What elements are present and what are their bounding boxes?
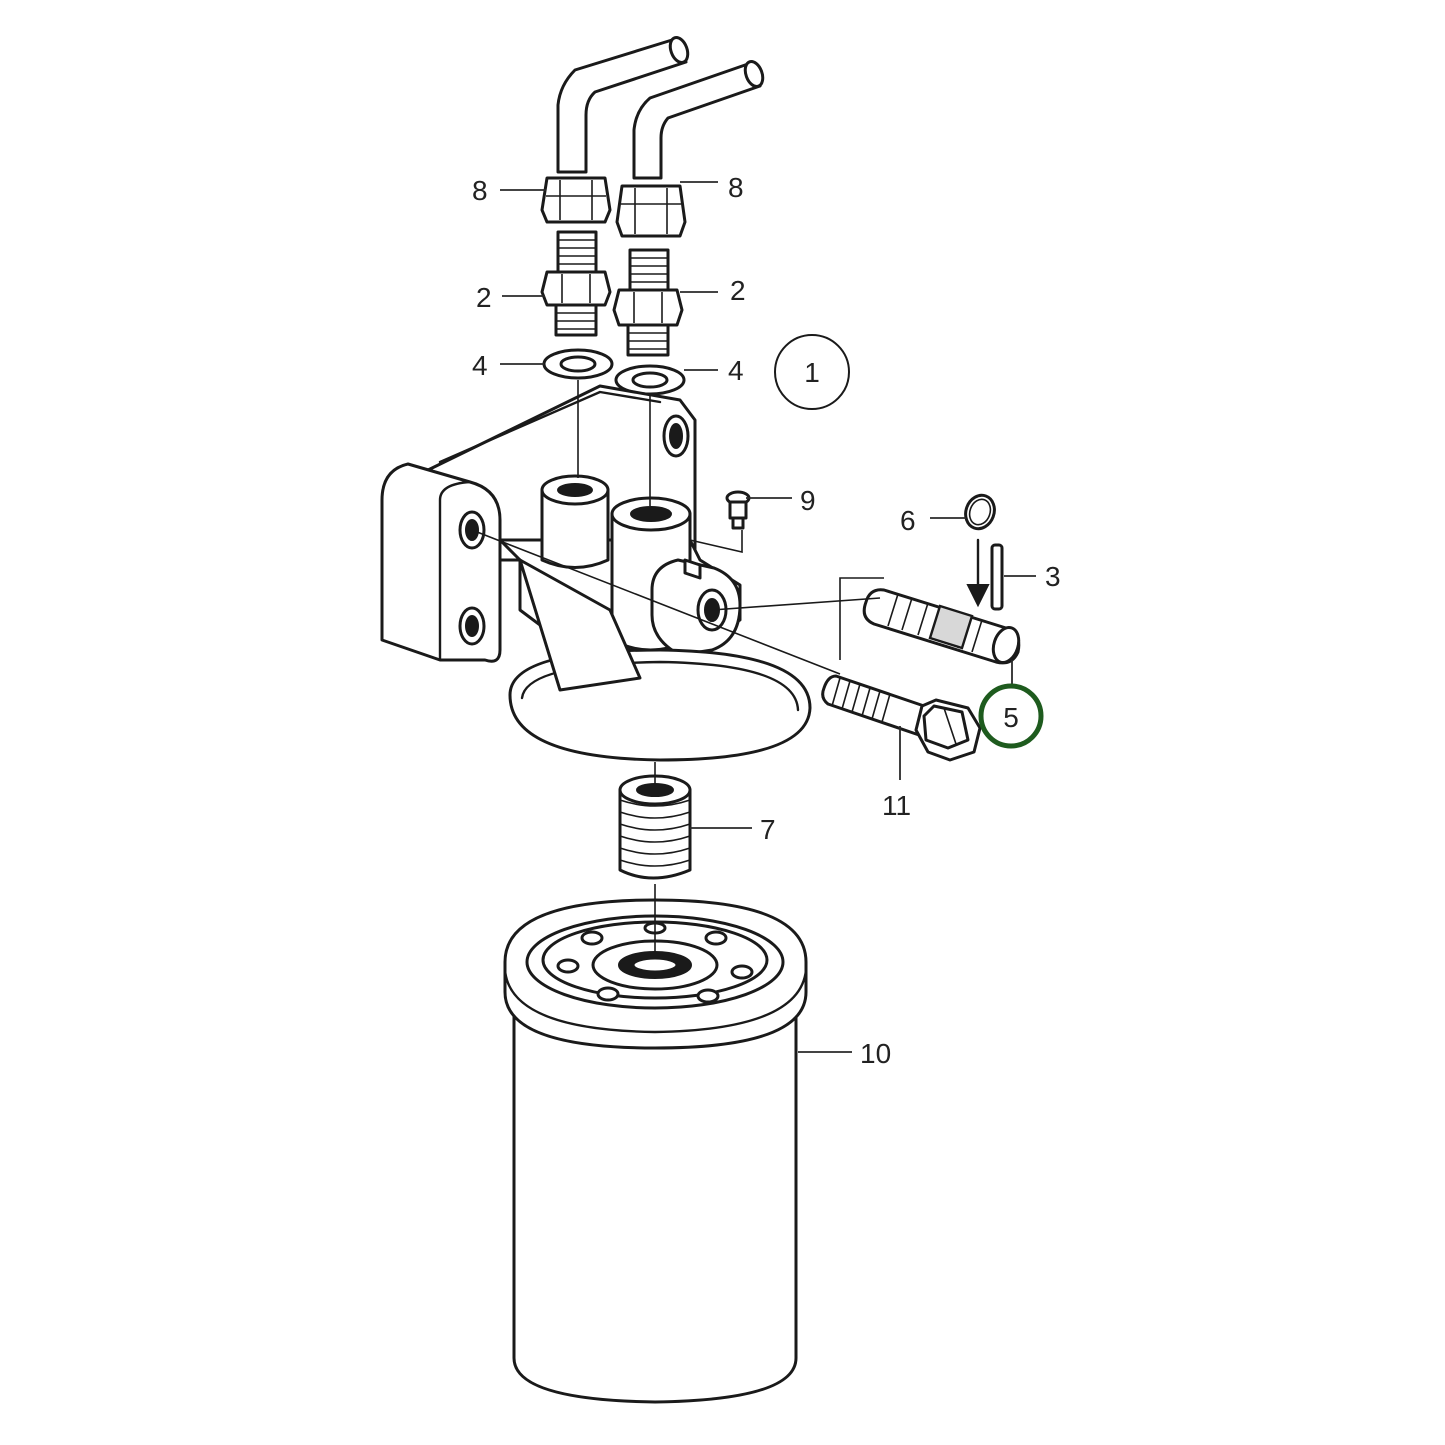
pin bbox=[990, 543, 1004, 611]
down-arrow bbox=[966, 538, 990, 608]
fuel-pipe-right bbox=[632, 59, 765, 180]
callout-4-left: 4 bbox=[472, 350, 488, 381]
valve-insert bbox=[862, 588, 1021, 665]
callout-4-right: 4 bbox=[728, 355, 744, 386]
callout-7: 7 bbox=[760, 814, 776, 845]
filter-canister bbox=[503, 898, 808, 1404]
callout-3: 3 bbox=[1045, 561, 1061, 592]
callout-6: 6 bbox=[900, 505, 916, 536]
leader-lines bbox=[500, 181, 1036, 1053]
assembly-lines bbox=[471, 380, 884, 958]
union-nut-right bbox=[615, 184, 687, 238]
callout-10: 10 bbox=[860, 1038, 891, 1069]
flange-bolt bbox=[821, 674, 982, 762]
callout-11: 11 bbox=[882, 790, 911, 821]
fuel-pipe-left bbox=[556, 35, 690, 174]
callout-2-left: 2 bbox=[476, 282, 492, 313]
callout-5: 5 bbox=[1003, 702, 1019, 733]
union-nut-left bbox=[540, 176, 612, 224]
small-screw bbox=[725, 490, 751, 530]
assembly-callout-1: 1 bbox=[774, 334, 850, 410]
threaded-nipple bbox=[618, 774, 692, 880]
adapter-left bbox=[540, 230, 612, 337]
callout-9: 9 bbox=[800, 485, 816, 516]
callout-8-left: 8 bbox=[472, 175, 488, 206]
sealing-washer-left bbox=[542, 348, 614, 380]
adapter-right bbox=[612, 248, 684, 357]
callout-8-right: 8 bbox=[728, 172, 744, 203]
callout-2-right: 2 bbox=[730, 275, 746, 306]
highlighted-callout-5: 5 bbox=[978, 683, 1044, 749]
callout-1: 1 bbox=[804, 357, 820, 388]
filter-head-housing bbox=[380, 384, 812, 762]
o-ring bbox=[964, 493, 996, 531]
